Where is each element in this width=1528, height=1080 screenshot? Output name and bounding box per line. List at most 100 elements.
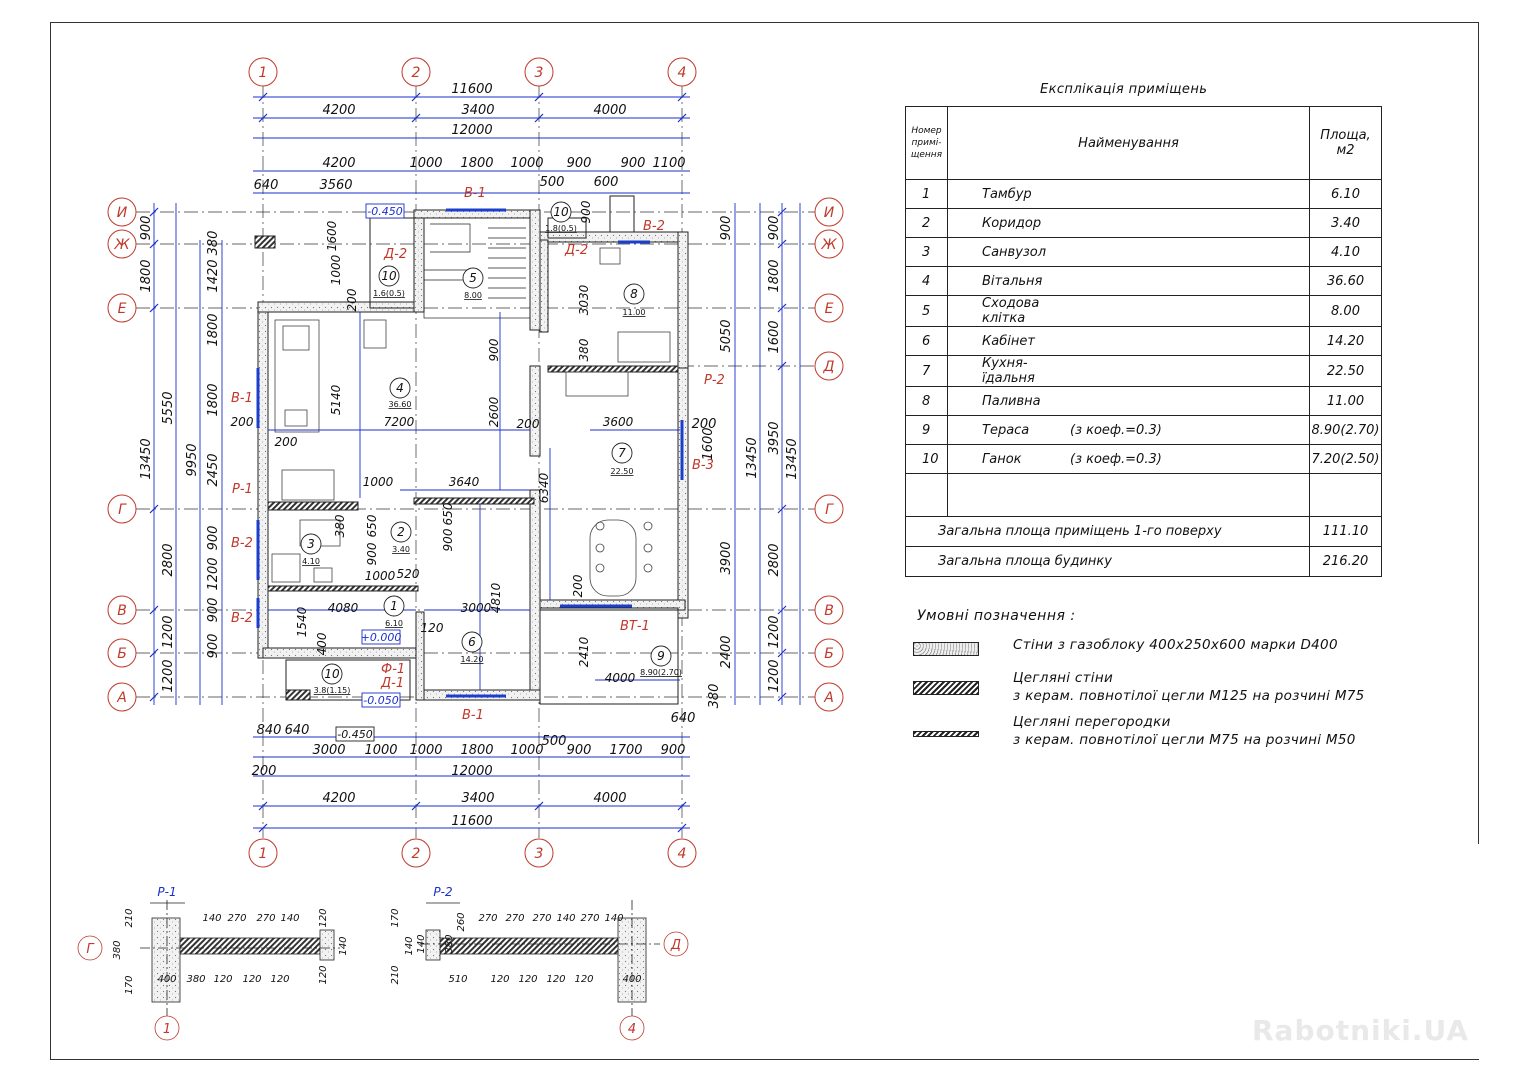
room-name: Тамбур <box>982 186 1032 202</box>
total-floor-row: Загальна площа приміщень 1-го поверху 11… <box>905 516 1382 547</box>
section-p2-bottom-2: 120 <box>490 974 509 985</box>
room-area-cell: 4.10 <box>1309 237 1382 267</box>
dim-left-inner-6: 900 <box>206 526 221 551</box>
room-2-area: 3.40 <box>392 545 410 554</box>
dim-inner-2: 7200 <box>384 415 415 429</box>
room-name-cell: Вітальня <box>947 266 1310 296</box>
room-6-area: 14.20 <box>461 655 484 664</box>
dim-left-inner-4: 1800 <box>206 383 221 416</box>
dim-right-outer: 13450 <box>785 438 800 479</box>
room-number-cell: 8 <box>905 386 948 416</box>
axis-bubbles <box>107 57 844 868</box>
dim-top-detail-5: 900 <box>567 156 592 171</box>
mark-door-d1: Д-1 <box>380 676 404 691</box>
section-p2-left-1: 170 <box>390 908 401 927</box>
dim-top-detail-7: 1100 <box>652 156 685 171</box>
dim-left-inner2: 9950 <box>185 443 200 476</box>
floor-plan: 1 2 3 4 1 2 3 4 И Ж Е Г В Б А И Ж Е Д Г … <box>77 57 844 1041</box>
section-p2-label: Р-2 <box>433 885 452 899</box>
dim-bottom-detail-1: 3000 <box>312 743 345 758</box>
level-mark-1: -0.450 <box>367 205 402 218</box>
axis-label-x1: 1 <box>259 65 268 81</box>
section-p1-bottom-4: 120 <box>242 974 261 985</box>
dim-bottom-total: 12000 <box>451 764 492 779</box>
explication-header-row: Номер примі-щення Найменування Площа, м2 <box>905 106 1382 180</box>
axis-label-x2-bottom: 2 <box>412 846 421 862</box>
dim-right-inner-1: 900 <box>719 216 734 241</box>
section-p2-top-1: 260 <box>456 912 467 931</box>
dim-top-main-3: 4000 <box>593 103 626 118</box>
section-p1-top-3: 270 <box>256 913 275 924</box>
legend-brick-wall-text: Цегляні стіни з керам. повнотілої цегли … <box>1013 669 1365 705</box>
total-floor-value: 111.10 <box>1309 516 1382 547</box>
legend-gasblock-swatch <box>913 642 979 656</box>
opening-marks: В-1 В-1 В-1 В-2 В-2 В-2 В-3 ВТ-1 Д-2 Д-2… <box>231 186 725 723</box>
dim-top-detail-3: 1800 <box>460 156 493 171</box>
dim-bottom-detail0-2: 640 <box>285 723 310 738</box>
dim-inner-27: 200 <box>517 417 540 431</box>
dim-top-main-1: 4200 <box>322 103 355 118</box>
section-p1-bottom-5: 120 <box>270 974 289 985</box>
section-p1-right-1: 120 <box>318 908 329 927</box>
section-p1-left-1: 210 <box>124 908 135 927</box>
dim-right-inner-4: 3900 <box>719 541 734 574</box>
mark-door-d2-left: Д-2 <box>383 247 407 262</box>
dim-top-detail-2: 1000 <box>409 156 442 171</box>
room-10a-number: 10 <box>381 269 397 283</box>
dim-bottom-detail-3: 1000 <box>409 743 442 758</box>
section-p1-bottom-2: 380 <box>186 974 205 985</box>
axis-bubble-bottom-4 <box>667 838 697 868</box>
room-area-cell: 3.40 <box>1309 208 1382 238</box>
room-area-cell: 7.20(2.50) <box>1309 444 1382 474</box>
dim-inner-9: 3600 <box>603 415 634 429</box>
room-1-area: 6.10 <box>385 619 403 628</box>
windows <box>256 208 684 698</box>
section-p2-left-2: 140 <box>404 936 415 955</box>
dim-left-inner-5: 2450 <box>206 453 221 486</box>
dim-inner-23: 200 <box>571 574 585 597</box>
mark-window-v1-top: В-1 <box>464 186 486 201</box>
vertical-dimension-texts: 900 1800 5550 13450 2800 1200 1200 380 1… <box>139 216 800 726</box>
section-p2-top-6: 270 <box>580 913 599 924</box>
dim-inner-32: 900 <box>365 542 379 565</box>
room-number-cell: 10 <box>905 444 948 474</box>
dim-left-inner-7: 1200 <box>206 557 221 590</box>
dim-left-outer: 13450 <box>139 438 154 479</box>
dim-bottom-detail-extra: 500 <box>542 734 567 749</box>
dim-top-detail-6: 900 <box>621 156 646 171</box>
dim-inner-17: 1000 <box>365 569 396 583</box>
drawing-sheet-right-border <box>1478 22 1479 844</box>
dim-bottom-main-3: 4000 <box>593 791 626 806</box>
room-10c-number: 10 <box>324 667 340 681</box>
room-10a-area: 1.6(0.5) <box>373 289 405 298</box>
dim-inner-15: 650 <box>441 502 455 525</box>
legend-brick-wall-line2: з керам. повнотілої цегли М125 на розчин… <box>1013 688 1365 704</box>
level-mark-2: +0.000 <box>361 631 402 644</box>
room-name-cell: Сходова клітка <box>947 295 1310 327</box>
axis-label-y-e-right: Е <box>825 301 834 317</box>
dim-bottom-detail-8: 900 <box>661 743 686 758</box>
axis-bubble-bottom-1 <box>248 838 278 868</box>
room-name: Сходова клітка <box>982 296 1040 326</box>
room-9-number: 9 <box>657 649 665 663</box>
dim-left-chain-1: 900 <box>139 216 154 241</box>
total-building-row: Загальна площа будинку 216.20 <box>905 546 1382 577</box>
section-p2-extra-1: 380 <box>444 934 455 953</box>
level-mark-4: -0.450 <box>337 728 372 741</box>
room-name-cell: Паливна <box>947 386 1310 416</box>
axis-label-y-zh-right: Ж <box>820 237 837 253</box>
dim-inner-25: 380 <box>577 338 591 361</box>
dim-inner-13: 4810 <box>489 582 503 613</box>
dim-left-chain-6: 1200 <box>161 659 176 692</box>
header-name: Найменування <box>947 106 1310 180</box>
dim-inner-28: 1600 <box>325 220 339 251</box>
room-7-number: 7 <box>618 446 626 460</box>
axis-label-x4: 4 <box>678 65 687 81</box>
dim-left-inner-3: 1800 <box>206 313 221 346</box>
room-number-cell: 6 <box>905 326 948 356</box>
axis-bubble-top-2 <box>401 57 431 87</box>
dim-inner-30: 200 <box>345 288 359 311</box>
